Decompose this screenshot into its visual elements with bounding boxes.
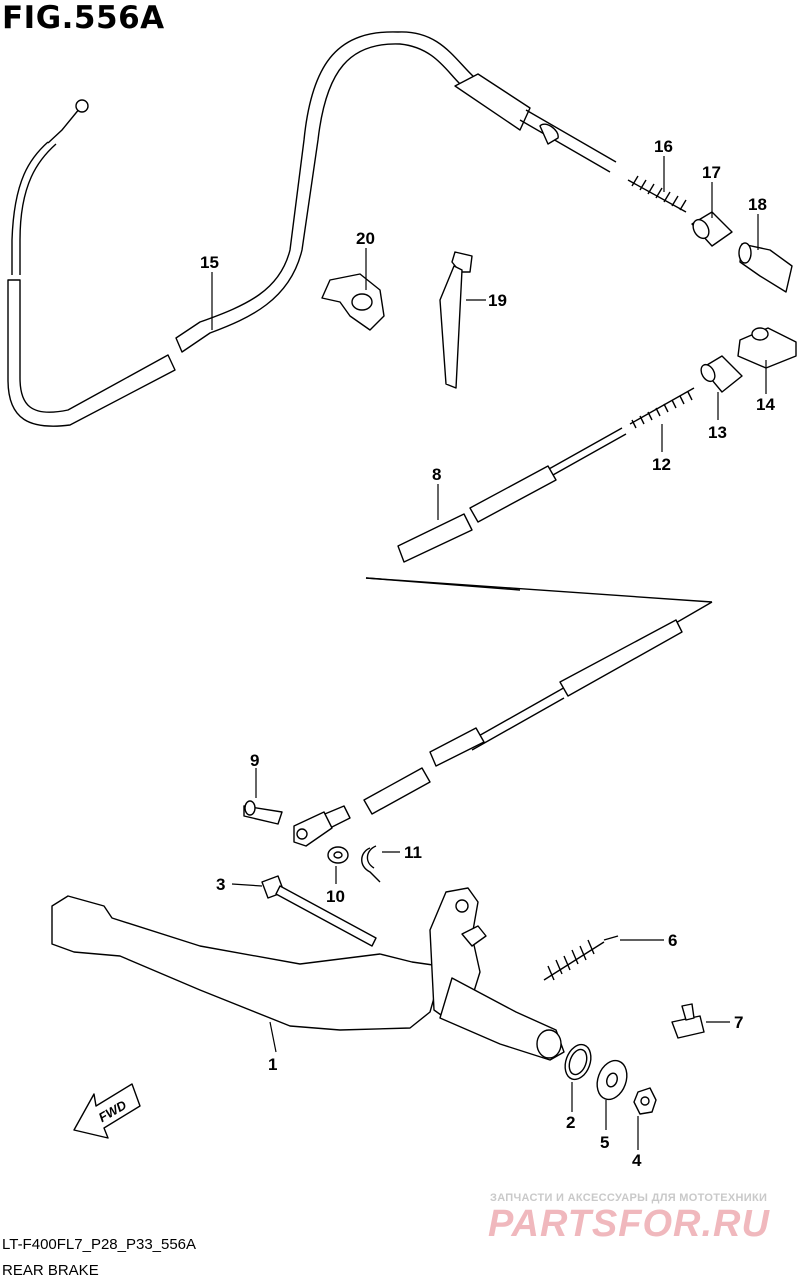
part-20-clamp [321,273,385,331]
part-13-joint [700,355,743,393]
part-4-nut [633,1087,657,1115]
part-9-clevis-pin [243,800,283,825]
callout-10: 10 [326,887,345,906]
part-11-cotter-pin [361,845,381,883]
callout-17: 17 [702,163,721,182]
callout-2: 2 [566,1113,575,1132]
callout-1: 1 [268,1055,277,1074]
callout-14: 14 [756,395,775,414]
callout-11: 11 [404,843,422,862]
part-18-joint [738,242,793,293]
callout-16: 16 [654,137,673,156]
part-7-bolt [671,1003,705,1039]
callout-8: 8 [432,465,441,484]
callout-12: 12 [652,455,671,474]
callout-7: 7 [734,1013,743,1032]
watermark-logo: PARTSFOR.RU [488,1203,770,1245]
part-2-o-ring [564,1043,592,1081]
part-14-joint [737,327,797,369]
part-16-spring [627,175,687,213]
callout-15: 15 [200,253,219,272]
callout-9: 9 [250,751,259,770]
part-17-joint [691,211,733,247]
callout-3: 3 [216,875,225,894]
part-15-brake-cable [7,31,617,427]
callout-4: 4 [632,1151,642,1170]
figure-subtitle: REAR BRAKE [2,1262,99,1279]
part-5-washer [596,1059,628,1101]
part-6-return-spring [543,935,619,981]
watermark-tagline: ЗАПЧАСТИ И АКСЕССУАРЫ ДЛЯ МОТОТЕХНИКИ [490,1192,768,1204]
leader-lines [211,156,767,1150]
part-3-bolt [261,875,377,947]
callout-6: 6 [668,931,677,950]
callout-18: 18 [748,195,767,214]
fwd-direction-arrow: FWD [73,1083,141,1139]
part-19-cable-tie [439,251,473,389]
callout-20: 20 [356,229,375,248]
callout-5: 5 [600,1133,609,1152]
callout-labels: 1 2 3 4 5 6 7 8 9 10 11 12 13 14 15 16 1… [200,137,775,1170]
figure-code: LT-F400FL7_P28_P33_556A [2,1236,197,1253]
figure-title: FIG.556A [2,0,165,36]
part-8-brake-cable [293,427,713,847]
part-1-brake-pedal [51,887,565,1061]
callout-13: 13 [708,423,727,442]
part-10-washer [327,846,349,864]
callout-19: 19 [488,291,507,310]
part-12-spring [629,387,695,429]
